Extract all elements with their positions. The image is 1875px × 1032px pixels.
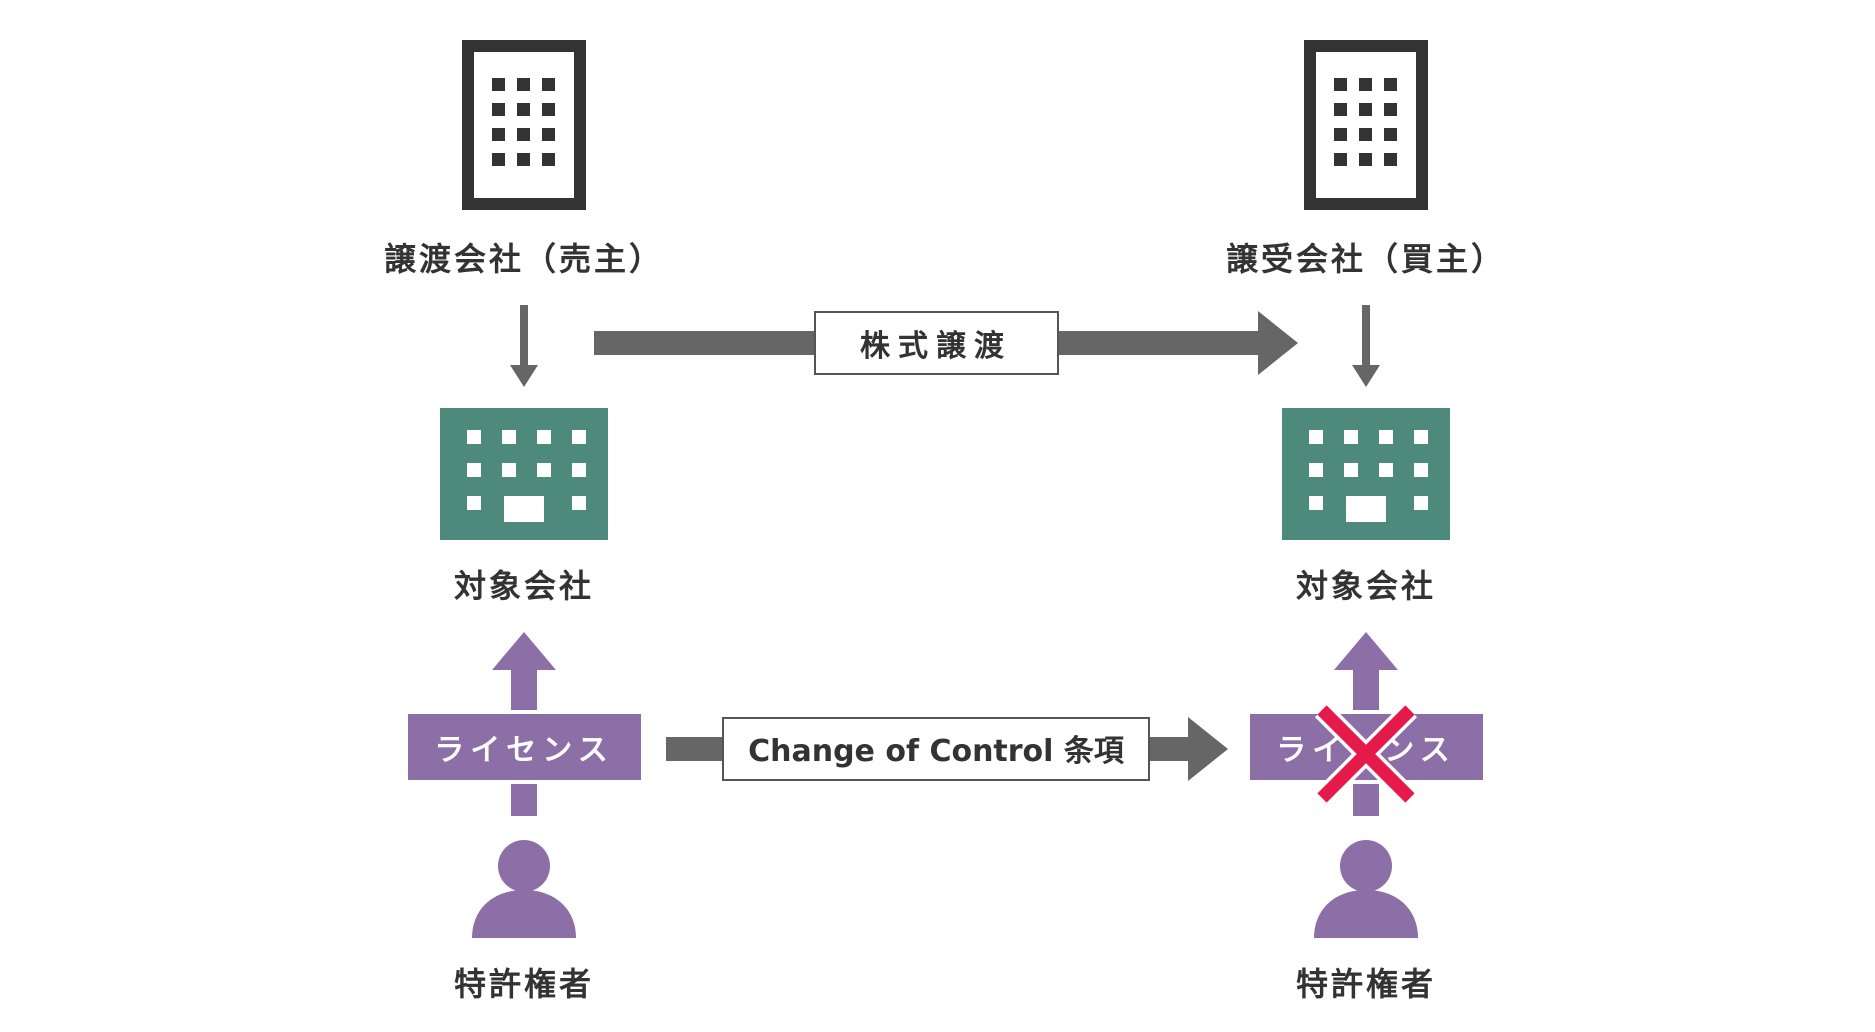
right-patentee-label: 特許権者 xyxy=(1296,965,1436,1003)
share-transfer-label: 株式譲渡 xyxy=(860,329,1012,364)
coc-label-box xyxy=(722,717,1150,781)
left-license-label: ライセンス xyxy=(434,733,613,768)
left-license-box xyxy=(404,710,645,784)
left-target-label: 対象会社 xyxy=(454,567,594,605)
right-target-building-icon xyxy=(1282,408,1450,540)
left-patentee-label: 特許権者 xyxy=(454,965,594,1003)
seller-down-arrow xyxy=(510,305,538,387)
coc-label: Change of Control 条項 xyxy=(748,734,1125,769)
buyer-label: 譲受会社（買主） xyxy=(1226,240,1506,278)
buyer-building-icon xyxy=(1304,40,1428,210)
seller-building-icon xyxy=(462,40,586,210)
left-patentee-person-icon xyxy=(472,840,576,938)
buyer-down-arrow xyxy=(1352,305,1380,387)
right-patentee-person-icon xyxy=(1314,840,1418,938)
seller-label: 譲渡会社（売主） xyxy=(384,240,664,278)
left-target-building-icon xyxy=(440,408,608,540)
license-void-cross-icon xyxy=(1314,702,1418,806)
share-transfer-label-box xyxy=(814,311,1059,375)
right-target-label: 対象会社 xyxy=(1296,567,1436,605)
